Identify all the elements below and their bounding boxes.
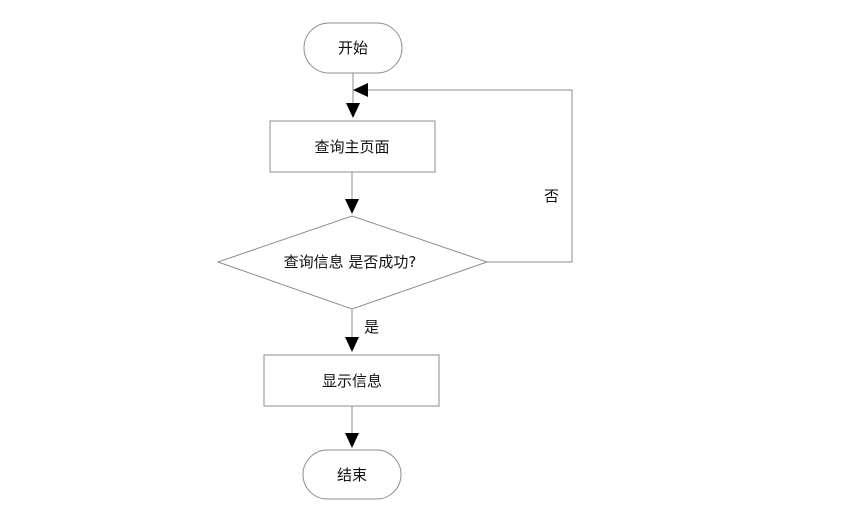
edge-start-to-query: [346, 73, 360, 118]
start-node: 开始: [303, 22, 403, 74]
arrowhead-down: [345, 433, 359, 448]
end-terminal-shape: [302, 449, 402, 500]
edge-yes-label: 是: [364, 318, 379, 336]
decision-node: 查询信息 是否成功?: [216, 215, 489, 310]
edge-decision-yes: 是: [345, 309, 379, 352]
start-label: 开始: [338, 39, 368, 57]
edge-decision-no-loop: 否: [353, 83, 573, 263]
arrowhead-left: [353, 83, 368, 97]
end-node: 结束: [302, 449, 402, 500]
show-info-node: 显示信息: [263, 354, 440, 407]
arrowhead-down: [346, 103, 360, 118]
arrowhead-down: [345, 199, 359, 214]
query-home-node: 查询主页面: [269, 120, 436, 173]
end-label: 结束: [337, 466, 367, 484]
query-home-process-shape: [269, 120, 436, 173]
edge-show-to-end: [345, 406, 359, 448]
edge-polyline: [368, 89, 573, 263]
decision-label: 查询信息 是否成功?: [284, 253, 417, 271]
edge-query-to-decision: [345, 172, 359, 214]
show-info-label: 显示信息: [322, 372, 382, 390]
arrowhead-down: [345, 337, 359, 352]
edge-no-label: 否: [544, 187, 559, 205]
query-home-label: 查询主页面: [314, 138, 389, 156]
